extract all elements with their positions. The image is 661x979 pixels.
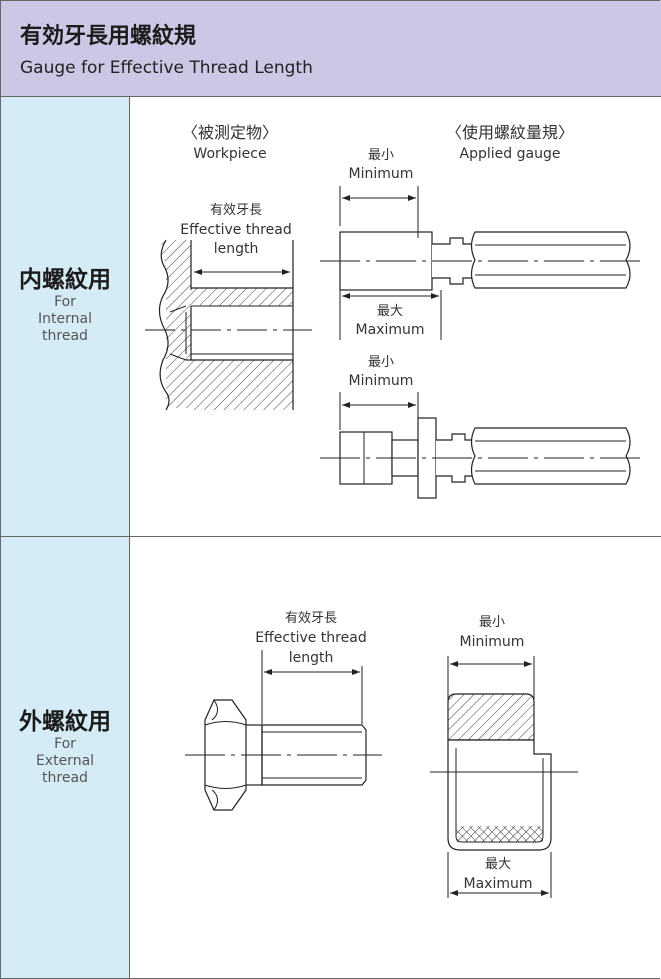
ext-min-jp: 最小 [479,615,505,630]
int-max-en: Maximum [356,322,425,338]
row-label-external-en-2: External [35,753,95,769]
title-en: Gauge for Effective Thread Length [20,58,313,78]
gauge-en: Applied gauge [460,146,561,162]
ext-max-en: Maximum [464,876,533,892]
workpiece-en: Workpiece [193,146,266,162]
workpiece-jp: 〈被測定物〉 [182,123,278,142]
ext-effective-jp: 有效牙長 [285,611,337,626]
row-label-internal-en-1: For [54,294,76,310]
int-max-jp: 最大 [377,304,403,319]
title-banner: 有効牙長用螺紋規 Gauge for Effective Thread Leng… [0,0,661,97]
workpiece-internal-drawing [145,239,312,411]
row-label-column [0,97,130,979]
bolt-drawing [185,699,382,811]
int-min1-en: Minimum [349,166,414,182]
row-label-internal-en-2: Internal [38,311,92,327]
int-min2-jp: 最小 [368,355,394,370]
gauge-jp: 〈使用螺紋量規〉 [446,123,574,142]
title-jp: 有効牙長用螺紋規 [20,24,197,49]
row-label-internal-jp: 内螺紋用 [19,267,111,293]
ring-gauge-drawing [430,693,578,851]
int-effective-en-1: Effective thread [180,222,291,238]
int-effective-en-2: length [214,241,259,257]
row-label-internal-en-3: thread [42,328,88,344]
ext-effective-en-1: Effective thread [255,630,366,646]
row-label-external-jp: 外螺紋用 [19,709,111,735]
row-label-external: 外螺紋用 For External thread [0,708,130,787]
ext-max-jp: 最大 [485,857,511,872]
gauge-nogo-drawing [320,417,642,499]
row-divider [0,536,661,537]
row-label-external-en-1: For [54,736,76,752]
ext-effective-en-2: length [289,650,334,666]
int-min2-en: Minimum [349,373,414,389]
ext-min-en: Minimum [460,634,525,650]
row-label-external-en-3: thread [42,770,88,786]
int-effective-jp: 有效牙長 [210,203,262,218]
row-label-internal: 内螺紋用 For Internal thread [0,266,130,345]
gauge-go-drawing [320,231,642,291]
int-min1-jp: 最小 [368,148,394,163]
